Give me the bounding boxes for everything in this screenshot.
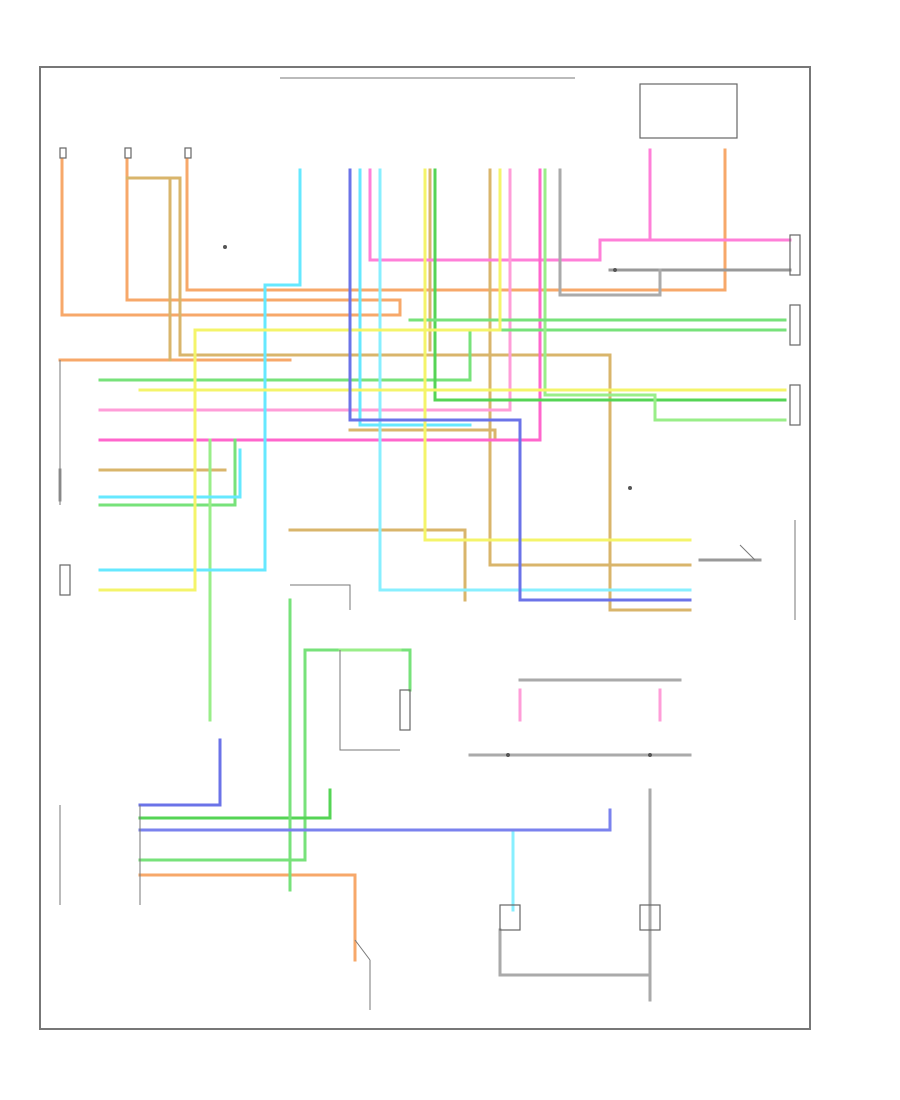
top-fuse-connectors [59,147,192,159]
blue-wires [138,168,692,832]
cyan-wires [98,168,692,912]
orange-wires [58,148,727,962]
pink-wires [98,148,792,722]
connector-dots [223,245,652,757]
yellow-wires [98,168,787,592]
control-module-box [639,83,738,139]
switch-symbols [59,234,801,1010]
diagram-border [39,66,811,1030]
green-wires [98,168,787,892]
